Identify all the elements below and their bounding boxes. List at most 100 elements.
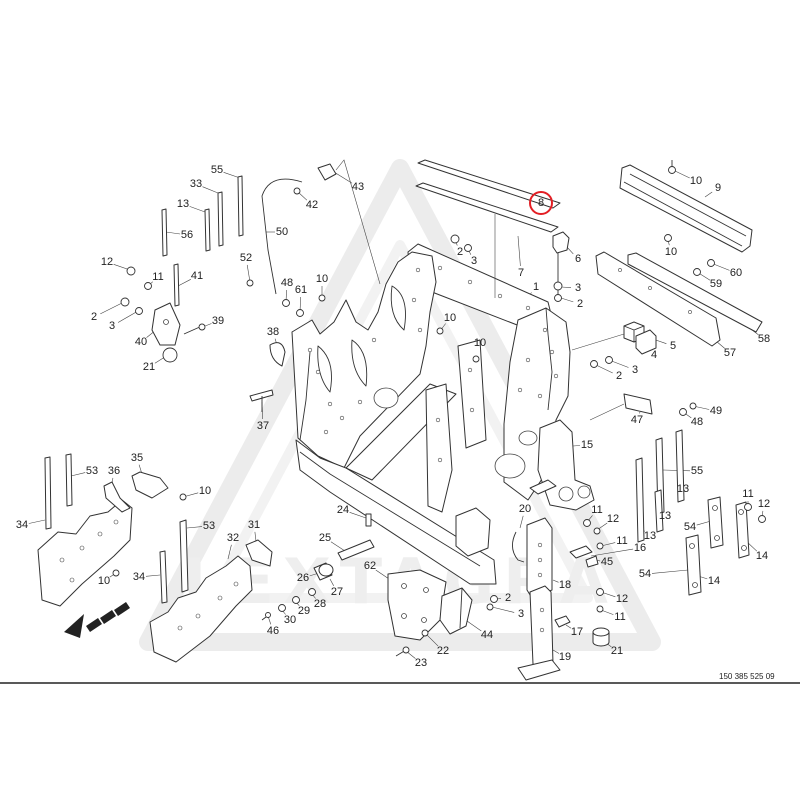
callout-label: 27	[331, 586, 343, 598]
callout-label: 11	[742, 488, 753, 500]
callout-label: 21	[611, 645, 623, 657]
leader-line	[223, 172, 241, 179]
bolt-23	[395, 646, 410, 657]
leader-line	[466, 620, 482, 632]
callout-label: 60	[730, 267, 742, 279]
callout-label: 22	[437, 645, 449, 657]
callout-label: 28	[314, 598, 326, 610]
leader-line	[100, 301, 125, 315]
leader-line	[704, 191, 713, 198]
callout-label: 46	[267, 625, 279, 637]
callout-label: 3	[518, 608, 524, 620]
support-18	[512, 517, 553, 599]
leader-line	[600, 609, 614, 615]
callout-label: 14	[756, 550, 768, 562]
callout-label: 40	[135, 336, 147, 348]
callout-label: 45	[601, 556, 613, 568]
plate-47	[589, 393, 697, 421]
callout-label: 58	[758, 333, 770, 345]
ball-21	[162, 347, 178, 363]
leader-line	[246, 264, 251, 283]
callout-label: 54	[639, 568, 651, 580]
callout-label: 53	[203, 520, 215, 532]
pin-37	[249, 389, 274, 412]
leader-line	[349, 512, 367, 519]
callout-label: 2	[616, 370, 622, 382]
callout-label: 25	[319, 532, 331, 544]
callout-label: 1	[533, 281, 539, 293]
callout-label: 18	[559, 579, 571, 591]
plate-32	[149, 555, 253, 663]
leader-line	[177, 279, 191, 287]
leader-line	[186, 526, 203, 529]
leader-line	[333, 171, 353, 184]
bracket-40	[151, 302, 181, 346]
callout-label: 10	[199, 485, 211, 497]
callout-label: 14	[708, 575, 720, 587]
leader-line	[329, 578, 334, 586]
callout-label: 34	[133, 571, 145, 583]
bracket-15	[529, 419, 595, 511]
callout-label: 9	[715, 182, 721, 194]
callout-label: 13	[644, 530, 656, 542]
callout-label: 12	[607, 513, 619, 525]
callout-label: 7	[518, 267, 524, 279]
callout-label: 16	[634, 542, 646, 554]
strip-58	[627, 252, 763, 333]
callout-label: 35	[131, 452, 143, 464]
callout-label: 11	[591, 504, 602, 516]
leader-line	[565, 624, 572, 629]
main-frame	[291, 243, 571, 585]
callout-label: 12	[101, 256, 113, 268]
leader-line	[375, 569, 390, 580]
leader-line	[696, 520, 712, 526]
leader-line	[639, 411, 641, 414]
callout-label: 2	[91, 311, 97, 323]
support-19	[517, 585, 561, 681]
callout-label: 10	[690, 175, 702, 187]
frame-left-upright	[291, 251, 437, 469]
callout-label: 2	[457, 246, 463, 258]
highlight-ring	[529, 191, 553, 215]
callout-label: 33	[190, 178, 202, 190]
callout-label: 24	[337, 504, 349, 516]
washers-28-30-46	[261, 588, 316, 621]
frame-centre-upright-2	[457, 339, 487, 449]
callout-label: 5	[670, 340, 676, 352]
links-54-14	[685, 496, 766, 596]
callout-label: 59	[710, 278, 722, 290]
callout-label: 26	[297, 572, 309, 584]
leader-line	[552, 649, 560, 654]
leader-line	[651, 569, 689, 574]
callout-label: 52	[240, 252, 252, 264]
leader-line	[552, 579, 559, 583]
part-17	[554, 615, 571, 628]
bracket-36	[103, 481, 131, 513]
bracket-43	[317, 163, 337, 181]
leader-line	[227, 544, 232, 560]
shaft-25	[337, 539, 375, 561]
callout-label: 13	[677, 483, 689, 495]
leader-line	[330, 541, 346, 552]
leader-line	[70, 472, 86, 477]
callout-label: 10	[98, 575, 110, 587]
bracket-44	[439, 587, 473, 635]
callout-label: 6	[575, 253, 581, 265]
wear-strip-8	[417, 159, 561, 209]
callout-label: 8	[538, 197, 544, 209]
callout-label: 2	[505, 592, 511, 604]
callout-label: 3	[109, 320, 115, 332]
callout-label: 12	[758, 498, 770, 510]
callout-label: 29	[298, 605, 310, 617]
rod-50	[261, 178, 303, 295]
callout-label: 20	[519, 503, 531, 515]
callout-label: 11	[152, 271, 163, 283]
frame-front-plate	[455, 507, 491, 557]
bolt-42	[293, 187, 301, 195]
strips-53-34-left	[44, 453, 73, 530]
bracket-6	[552, 231, 570, 302]
callout-label: 30	[284, 614, 296, 626]
callout-label: 43	[352, 181, 364, 193]
strip-57	[595, 251, 721, 347]
